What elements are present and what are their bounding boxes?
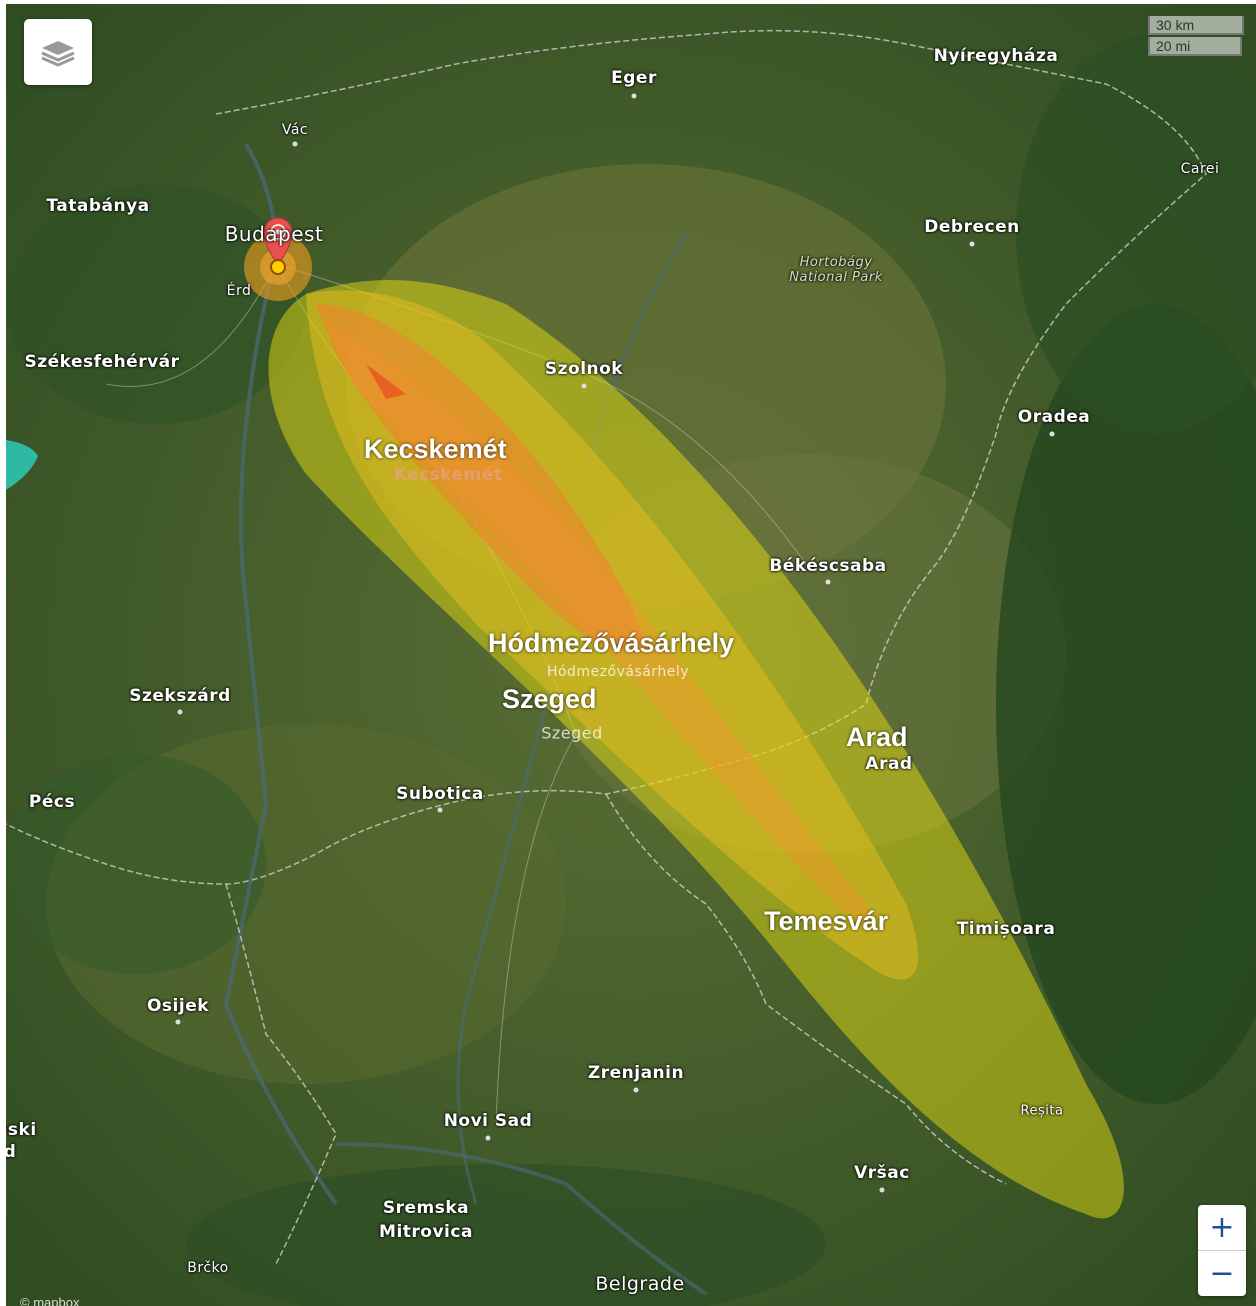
place-label: Budapest (224, 222, 324, 246)
place-label: Novi Sad (443, 1111, 533, 1131)
place-label: Brčko (187, 1260, 229, 1276)
place-label: Tatabánya (46, 196, 150, 216)
place-label: Székesfehérvár (24, 352, 180, 372)
place-label: Vršac (854, 1163, 910, 1183)
overlay-label-temesvar: Temesvár (764, 906, 889, 936)
layers-button[interactable] (24, 19, 92, 85)
attribution: © mapbox (20, 1295, 80, 1306)
place-label: Hódmezővásárhely (546, 664, 690, 680)
place-label: Osijek (146, 996, 210, 1016)
place-label: d (6, 1142, 17, 1162)
place-label: Reșita (1020, 1103, 1064, 1119)
scale-km: 30 km (1148, 16, 1244, 35)
place-label: Belgrade (595, 1273, 685, 1295)
overlay-label-kecskemet: Kecskemét (364, 434, 507, 464)
park-label: Hortobágy National Park (789, 255, 883, 285)
map-pin-icon[interactable] (263, 217, 293, 275)
layers-icon (41, 41, 75, 67)
place-label: nski (6, 1120, 37, 1140)
zoom-in-button[interactable]: + (1198, 1205, 1246, 1251)
place-label: Érd (226, 283, 252, 299)
zoom-out-button[interactable]: − (1209, 1256, 1235, 1291)
place-label: Vác (281, 122, 309, 138)
overlay-label-szeged: Szeged (502, 684, 597, 714)
place-label: Pécs (28, 792, 76, 812)
map-view[interactable]: Nyíregyháza Eger Vác Tatabánya Budapest … (6, 4, 1256, 1306)
place-label: Szeged (541, 723, 603, 743)
place-label: Szekszárd (129, 686, 231, 706)
place-label: Békéscsaba (769, 556, 887, 576)
scale-control: 30 km 20 mi (1148, 16, 1244, 58)
place-label: Subotica (396, 784, 484, 804)
place-label: Debrecen (924, 217, 1020, 237)
scale-mi: 20 mi (1148, 37, 1242, 56)
place-label: Sremska Mitrovica (379, 1198, 473, 1242)
place-label: Eger (611, 68, 657, 88)
zoom-control: + − (1198, 1205, 1246, 1296)
overlay-label-arad: Arad (846, 722, 908, 752)
place-label: Nyíregyháza (933, 46, 1059, 66)
place-label: Szolnok (544, 359, 624, 379)
overlay-label-hodmezovasarhely: Hódmezővásárhely (488, 628, 735, 658)
place-label: Zrenjanin (587, 1063, 685, 1083)
plume-overlay (244, 233, 1124, 1219)
satellite-basemap (6, 4, 1256, 1306)
place-label: Arad (865, 754, 913, 774)
place-label: Carei (1180, 161, 1220, 177)
place-label: Timișoara (956, 919, 1056, 939)
place-label: Oradea (1017, 407, 1091, 427)
place-label: Kecskemét (393, 465, 503, 485)
